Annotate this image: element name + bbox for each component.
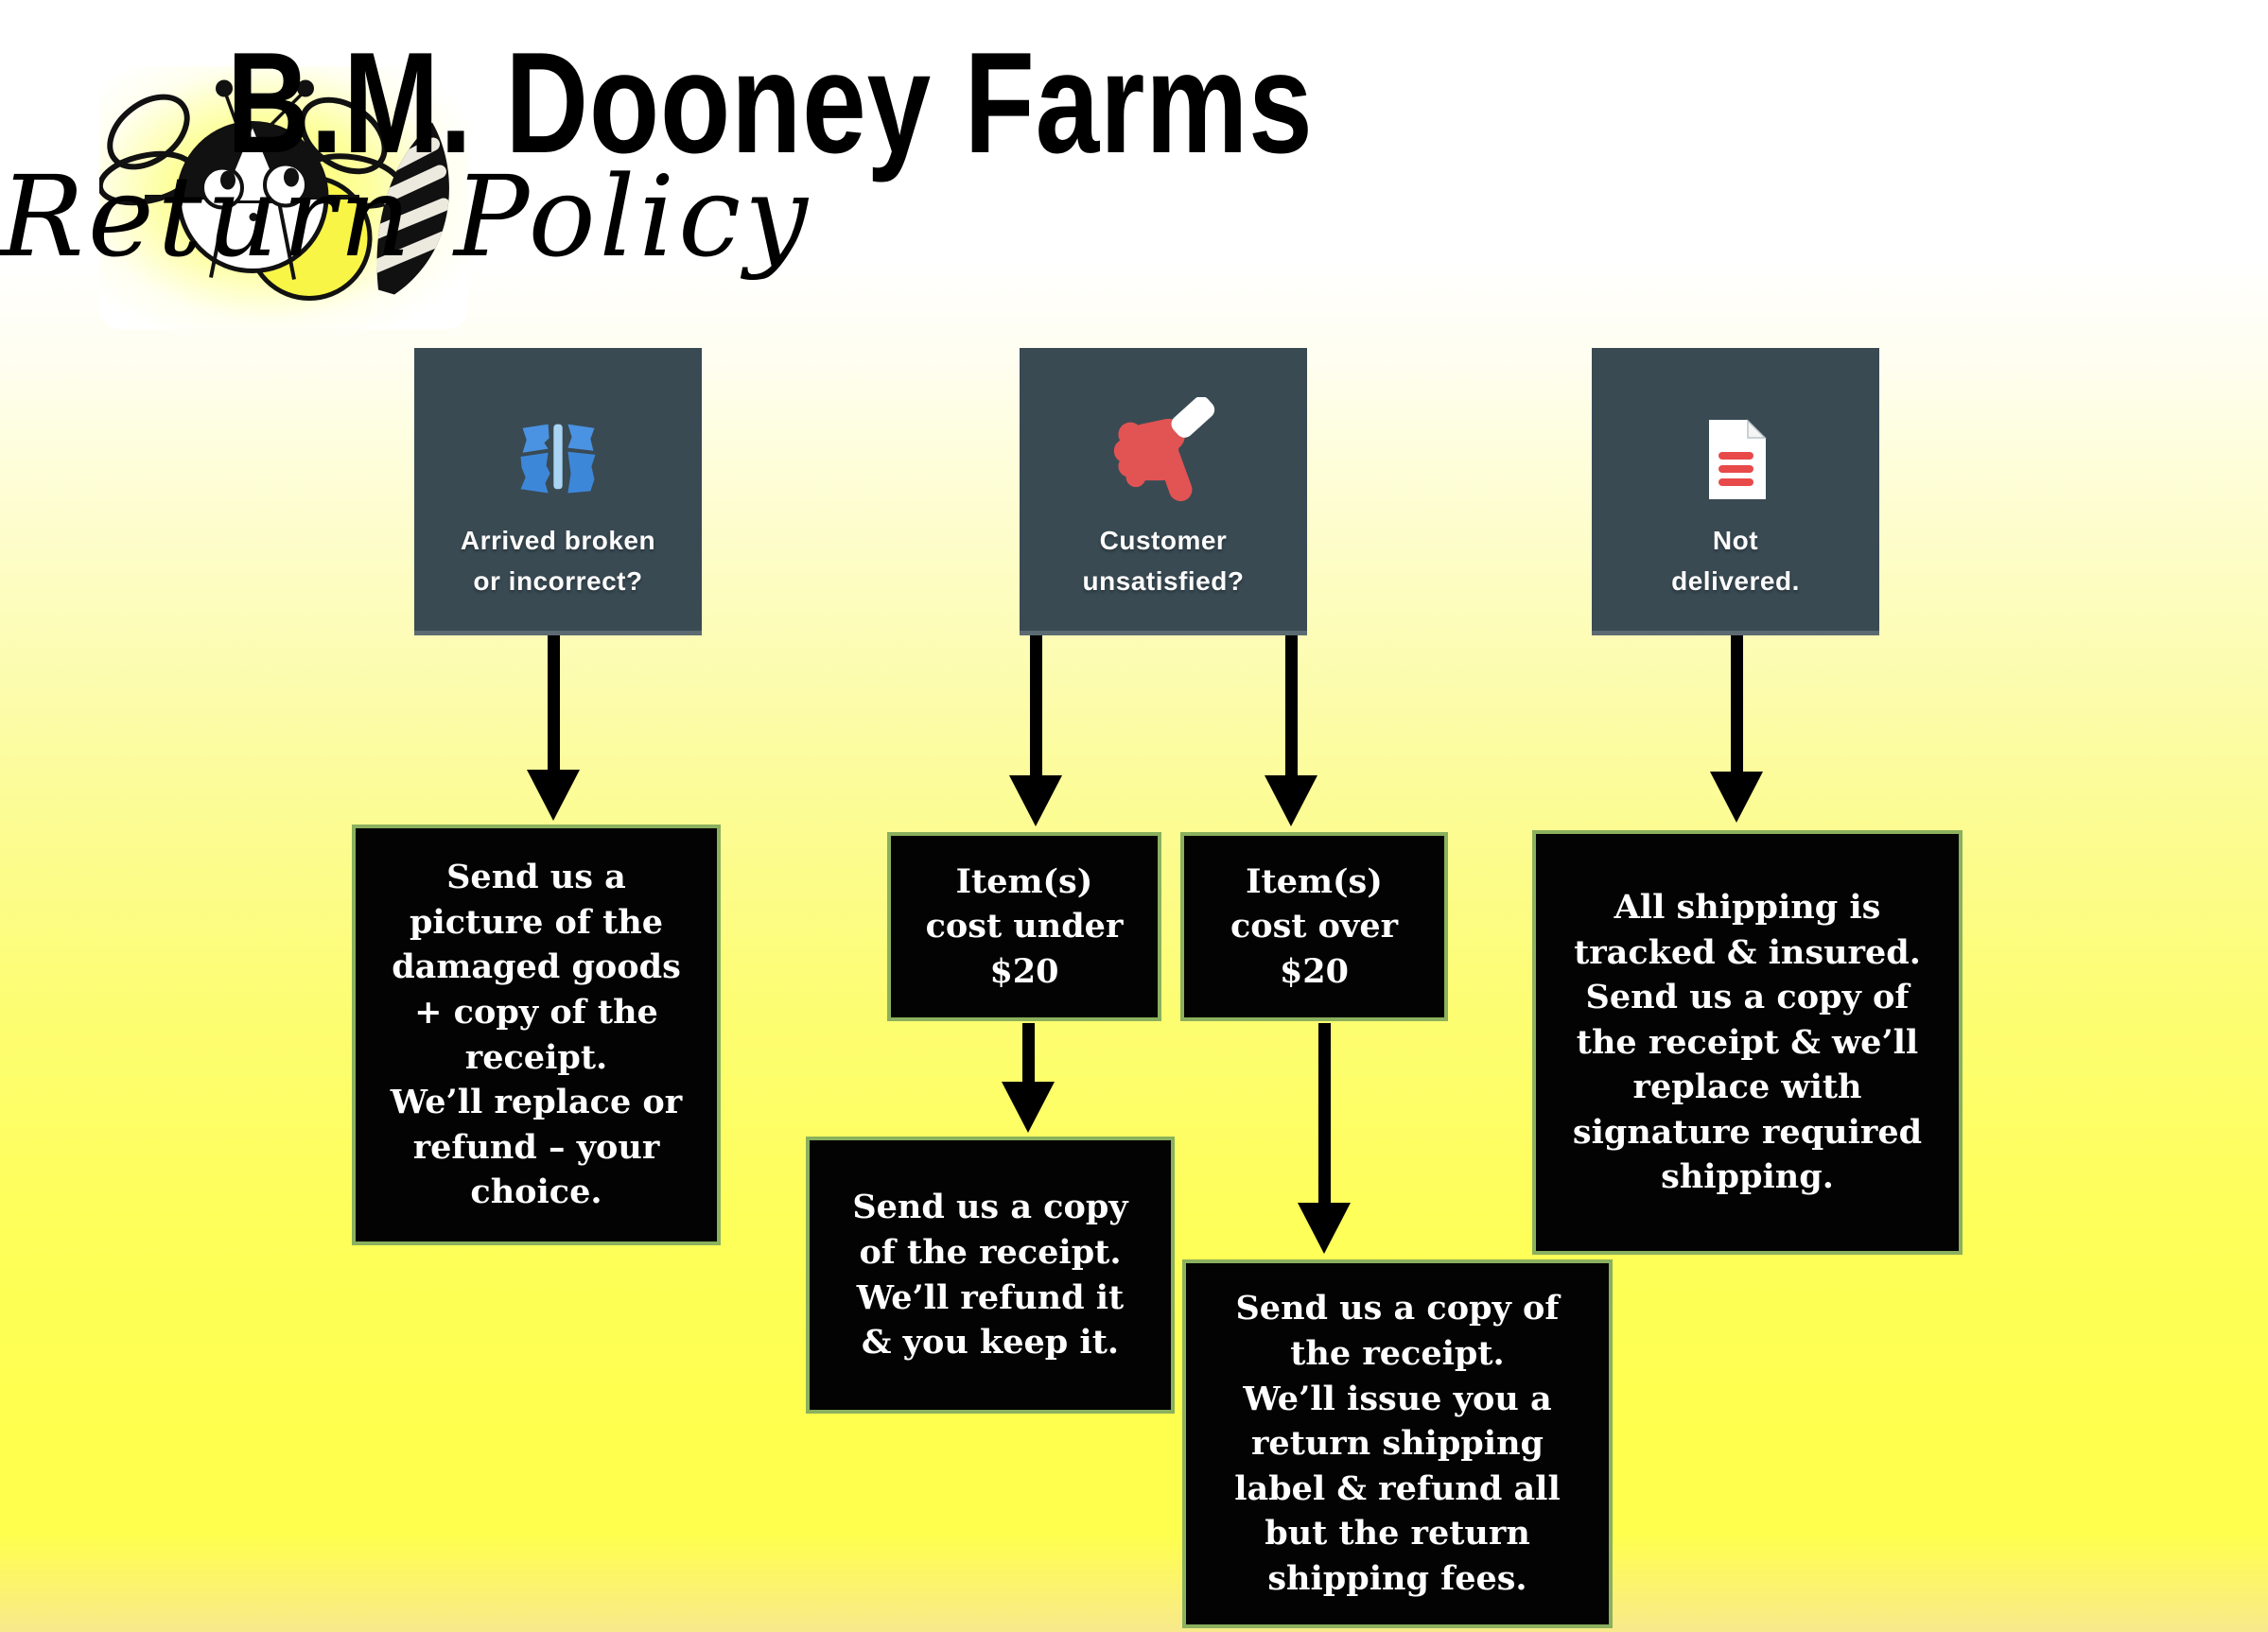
arrow-head — [1009, 775, 1062, 826]
condition-customer-unsatisfied: Customer unsatisfied? — [1020, 348, 1307, 635]
decision-under-20: Item(s) cost under $20 — [887, 832, 1161, 1021]
flow-arrow — [527, 635, 580, 821]
condition-arrived-broken: Arrived broken or incorrect? — [414, 348, 702, 635]
arrow-head — [1298, 1203, 1351, 1254]
flow-arrow — [1265, 635, 1317, 826]
outcome-text: Send us a copy of the receipt. We’ll iss… — [1234, 1289, 1561, 1598]
arrow-stem — [1021, 1023, 1035, 1082]
outcome-over-20-result: Send us a copy of the receipt. We’ll iss… — [1182, 1259, 1613, 1628]
document-icon — [1688, 348, 1783, 507]
arrow-stem — [1029, 635, 1042, 775]
bee-logo — [99, 66, 468, 329]
outcome-text: All shipping is tracked & insured. Send … — [1572, 887, 1923, 1197]
bee-icon — [99, 79, 449, 301]
condition-label: Customer unsatisfied? — [1082, 526, 1245, 597]
arrow-stem — [1317, 1023, 1331, 1203]
arrow-head — [1710, 772, 1763, 823]
condition-not-delivered: Not delivered. — [1592, 348, 1879, 635]
condition-label: Arrived broken or incorrect? — [460, 526, 656, 597]
outcome-text: Item(s) cost under $20 — [925, 861, 1124, 991]
arrow-stem — [547, 635, 560, 770]
arrow-head — [1002, 1082, 1055, 1133]
flow-arrow — [1002, 1023, 1055, 1133]
thumbs-down-icon — [1108, 348, 1218, 507]
page-title: B.M. Dooney Farms — [226, 23, 1314, 183]
arrow-stem — [1730, 635, 1743, 772]
outcome-not-delivered-result: All shipping is tracked & insured. Send … — [1532, 830, 1963, 1255]
outcome-under-20-result: Send us a copy of the receipt. We’ll ref… — [806, 1137, 1175, 1414]
decision-over-20: Item(s) cost over $20 — [1180, 832, 1448, 1021]
outcome-broken-result: Send us a picture of the damaged goods +… — [352, 825, 721, 1245]
outcome-text: Send us a picture of the damaged goods +… — [390, 858, 683, 1212]
outcome-text: Send us a copy of the receipt. We’ll ref… — [852, 1188, 1128, 1363]
flow-arrow — [1298, 1023, 1351, 1254]
arrow-head — [527, 770, 580, 821]
flow-arrow — [1009, 635, 1062, 826]
arrow-stem — [1284, 635, 1298, 775]
condition-label: Not delivered. — [1671, 526, 1800, 597]
outcome-text: Item(s) cost over $20 — [1230, 861, 1399, 991]
broken-package-icon — [509, 348, 607, 507]
page-subtitle: Return Policy — [0, 151, 811, 282]
flow-arrow — [1710, 635, 1763, 823]
arrow-head — [1265, 775, 1317, 826]
